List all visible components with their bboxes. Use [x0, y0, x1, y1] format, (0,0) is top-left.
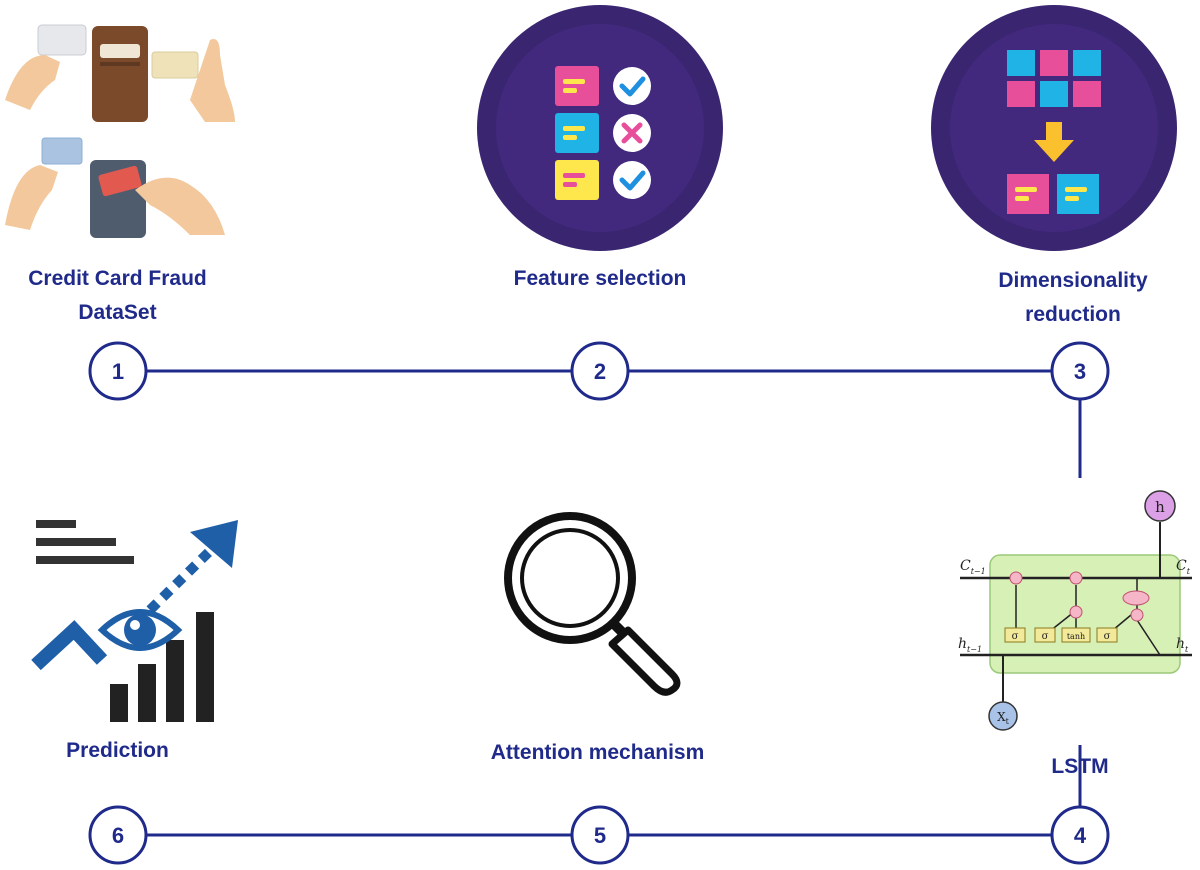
- lstm-input-x-sub: t: [1006, 717, 1010, 726]
- step-2-label-line1: Feature selection: [513, 267, 687, 290]
- eye-growth-chart-icon: [31, 520, 238, 722]
- lstm-c-prev: Ct−1: [960, 558, 986, 576]
- lstm-h-next-sub: t: [1185, 645, 1189, 654]
- lstm-h-prev: ht−1: [958, 636, 982, 654]
- step-4-marker: 4: [1050, 805, 1110, 865]
- step-3-marker: 3: [1050, 341, 1110, 401]
- lstm-h-prev-sub: t−1: [967, 645, 982, 654]
- lstm-h-prev-main: h: [958, 636, 967, 652]
- step-1-label-line2: DataSet: [78, 301, 157, 324]
- step-1-marker: 1: [88, 341, 148, 401]
- lstm-gate-input: σ: [1042, 631, 1049, 642]
- credit-card-hands-icon: [5, 24, 235, 238]
- lstm-h-next: ht: [1176, 636, 1189, 654]
- step-6-number: 6: [112, 823, 124, 848]
- lstm-gate-candidate: tanh: [1067, 632, 1085, 641]
- step-5-marker: 5: [570, 805, 630, 865]
- step-3-label-line1: Dimensionality: [998, 269, 1148, 292]
- step-1-label-line1: Credit Card Fraud: [28, 267, 207, 290]
- step-1-label: Credit Card Fraud DataSet: [15, 262, 220, 330]
- step-2-label: Feature selection: [480, 262, 720, 296]
- lstm-output-h: h: [1155, 498, 1165, 516]
- lstm-cell-icon: σ σ tanh σ h Xt Ct−1 Ct ht−1 ht: [958, 490, 1192, 731]
- step-3-label: Dimensionality reduction: [968, 264, 1178, 332]
- lstm-input-x: Xt: [997, 710, 1010, 726]
- lstm-c-next-sub: t: [1187, 567, 1191, 576]
- step-2-number: 2: [594, 359, 606, 384]
- step-5-label: Attention mechanism: [455, 736, 740, 770]
- lstm-h-next-main: h: [1176, 636, 1185, 652]
- step-6-label: Prediction: [40, 734, 195, 768]
- step-6-marker: 6: [88, 805, 148, 865]
- lstm-gate-forget: σ: [1012, 631, 1019, 642]
- step-5-number: 5: [594, 823, 606, 848]
- lstm-c-prev-sub: t−1: [971, 567, 986, 576]
- grid-reduce-icon: [931, 5, 1177, 251]
- step-6-label-line1: Prediction: [66, 739, 169, 762]
- lstm-gate-output: σ: [1104, 631, 1111, 642]
- lstm-c-next-main: C: [1176, 558, 1187, 574]
- magnifier-icon: [504, 512, 681, 696]
- step-2-marker: 2: [570, 341, 630, 401]
- step-4-number: 4: [1074, 823, 1087, 848]
- step-1-number: 1: [112, 359, 124, 384]
- lstm-c-prev-main: C: [960, 558, 971, 574]
- step-3-number: 3: [1074, 359, 1086, 384]
- step-5-label-line1: Attention mechanism: [490, 741, 705, 764]
- lstm-c-next: Ct: [1176, 558, 1191, 576]
- step-3-label-line2: reduction: [1025, 303, 1121, 326]
- lstm-input-x-main: X: [997, 710, 1006, 724]
- checklist-icon: [477, 5, 723, 251]
